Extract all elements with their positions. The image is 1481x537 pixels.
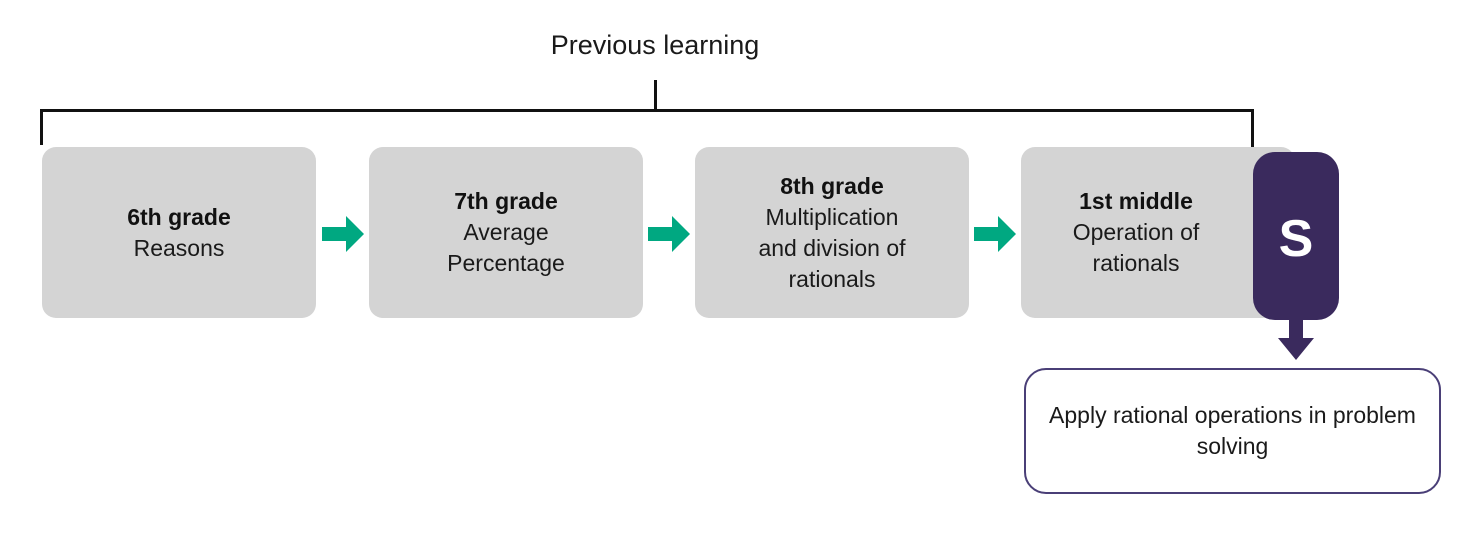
bracket-stub-right [1251, 109, 1254, 149]
outcome-box[interactable]: Apply rational operations in problem sol… [1024, 368, 1441, 494]
arrow-right-icon [322, 214, 364, 254]
bracket-horizontal-line [40, 109, 1254, 112]
arrow-right-icon [648, 214, 690, 254]
grade-box-6th[interactable]: 6th grade Reasons [42, 147, 316, 318]
bracket-title: Previous learning [550, 30, 760, 60]
grade-box-desc: Reasons [133, 234, 225, 261]
outcome-text: Apply rational operations in problem sol… [1049, 402, 1416, 459]
s-badge-letter: S [1278, 210, 1314, 268]
bracket-stub-top [654, 80, 657, 111]
arrow-right-icon [974, 214, 1016, 254]
grade-box-title: 6th grade [127, 203, 231, 230]
arrow-down-icon [1276, 312, 1316, 360]
s-badge[interactable]: S [1253, 152, 1339, 320]
grade-box-title: 7th grade [454, 188, 558, 214]
grade-box-title: 8th grade [780, 172, 884, 199]
grade-box-title: 1st middle [1079, 188, 1193, 214]
bracket-stub-left [40, 109, 43, 145]
